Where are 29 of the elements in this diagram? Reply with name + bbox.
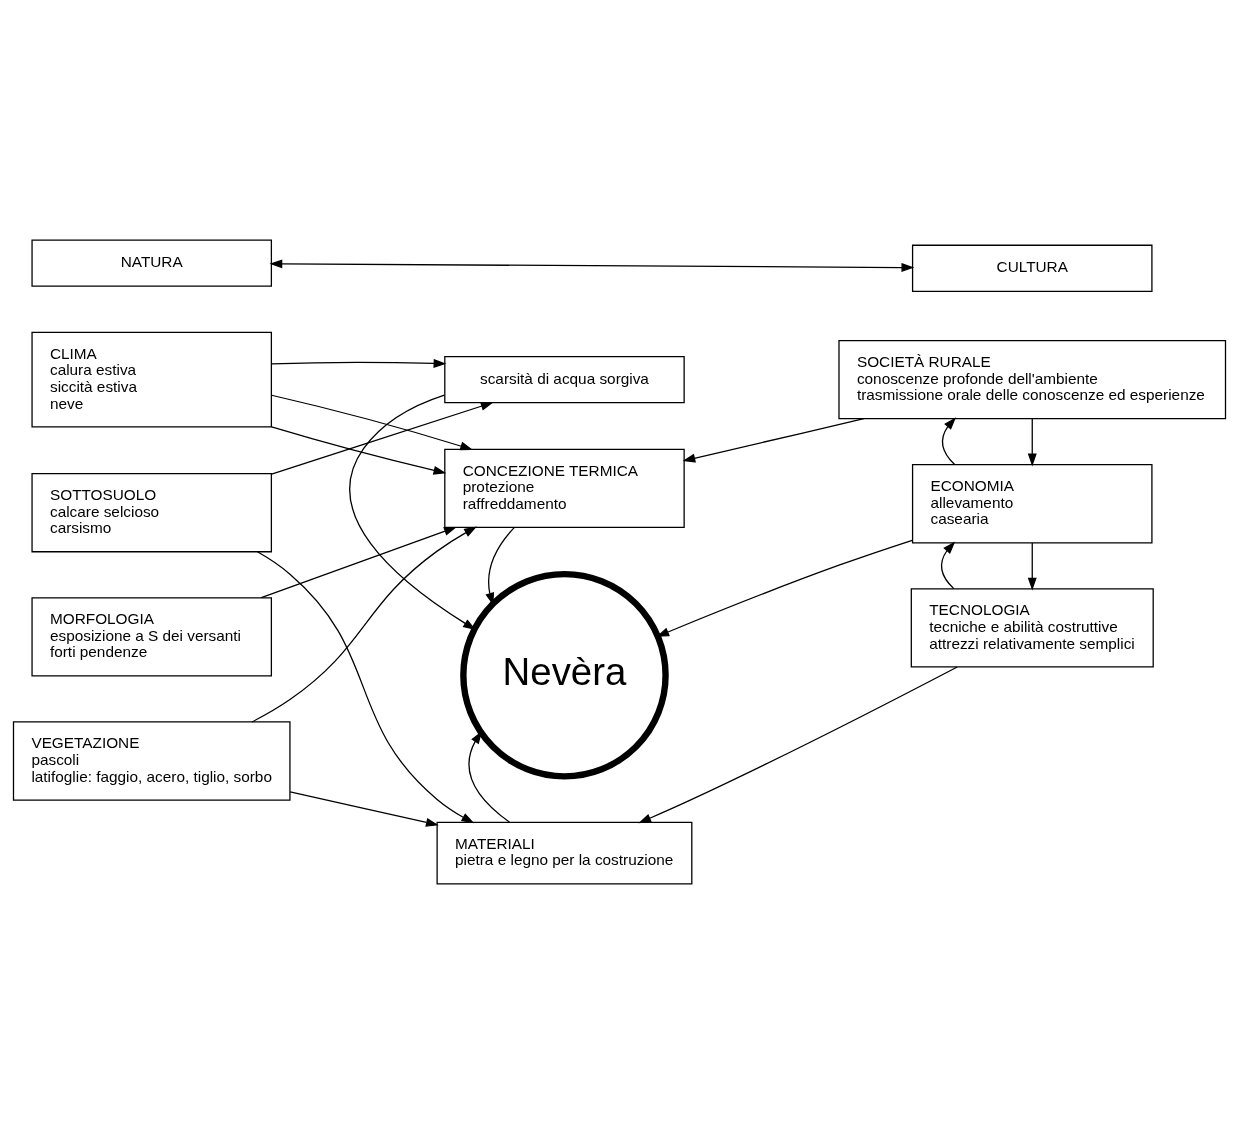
node-box: MORFOLOGIA esposizione a S dei versanti forti pendenze [31, 597, 272, 677]
node-box: NATURA [31, 239, 272, 287]
arrow [271, 358, 447, 368]
node-box: CULTURA [911, 244, 1153, 292]
arrow [269, 259, 915, 272]
node-box: scarsità di acqua sorgiva [444, 355, 685, 404]
node-box: VEGETAZIONE pascoli latifoglie: faggio, acero, tiglio, sorbo [12, 721, 291, 801]
arrow [682, 418, 865, 463]
arrow [1027, 418, 1037, 467]
arrow [251, 526, 477, 723]
arrow [271, 394, 474, 451]
node-box: CLIMA calura estiva siccità estiva neve [31, 331, 272, 428]
arrow [349, 394, 476, 630]
arrow [941, 417, 957, 466]
arrow [289, 791, 439, 827]
node-box: MATERIALI pietra e legno per la costruzione [436, 821, 693, 885]
arrow [940, 541, 956, 590]
arrow [1027, 542, 1037, 591]
node-box: ECONOMIA allevamento casearia [911, 464, 1153, 544]
node-box: SOCIETÀ RURALE conoscenze profonde dell'ambiente trasmissione orale delle conoscenze ed esperienze [838, 339, 1227, 420]
node-box: TECNOLOGIA tecniche e abilità costruttive attrezzi relativamente semplici [910, 588, 1154, 668]
arrow [271, 401, 494, 475]
arrow [468, 731, 511, 823]
arrow [271, 426, 447, 475]
arrow [256, 551, 475, 824]
node-box: CONCEZIONE TERMICA protezione raffreddamento [444, 448, 685, 529]
arrow [638, 666, 958, 824]
arrow [260, 526, 457, 599]
node-box: SOTTOSUOLO calcare selcioso carsismo [31, 473, 272, 553]
